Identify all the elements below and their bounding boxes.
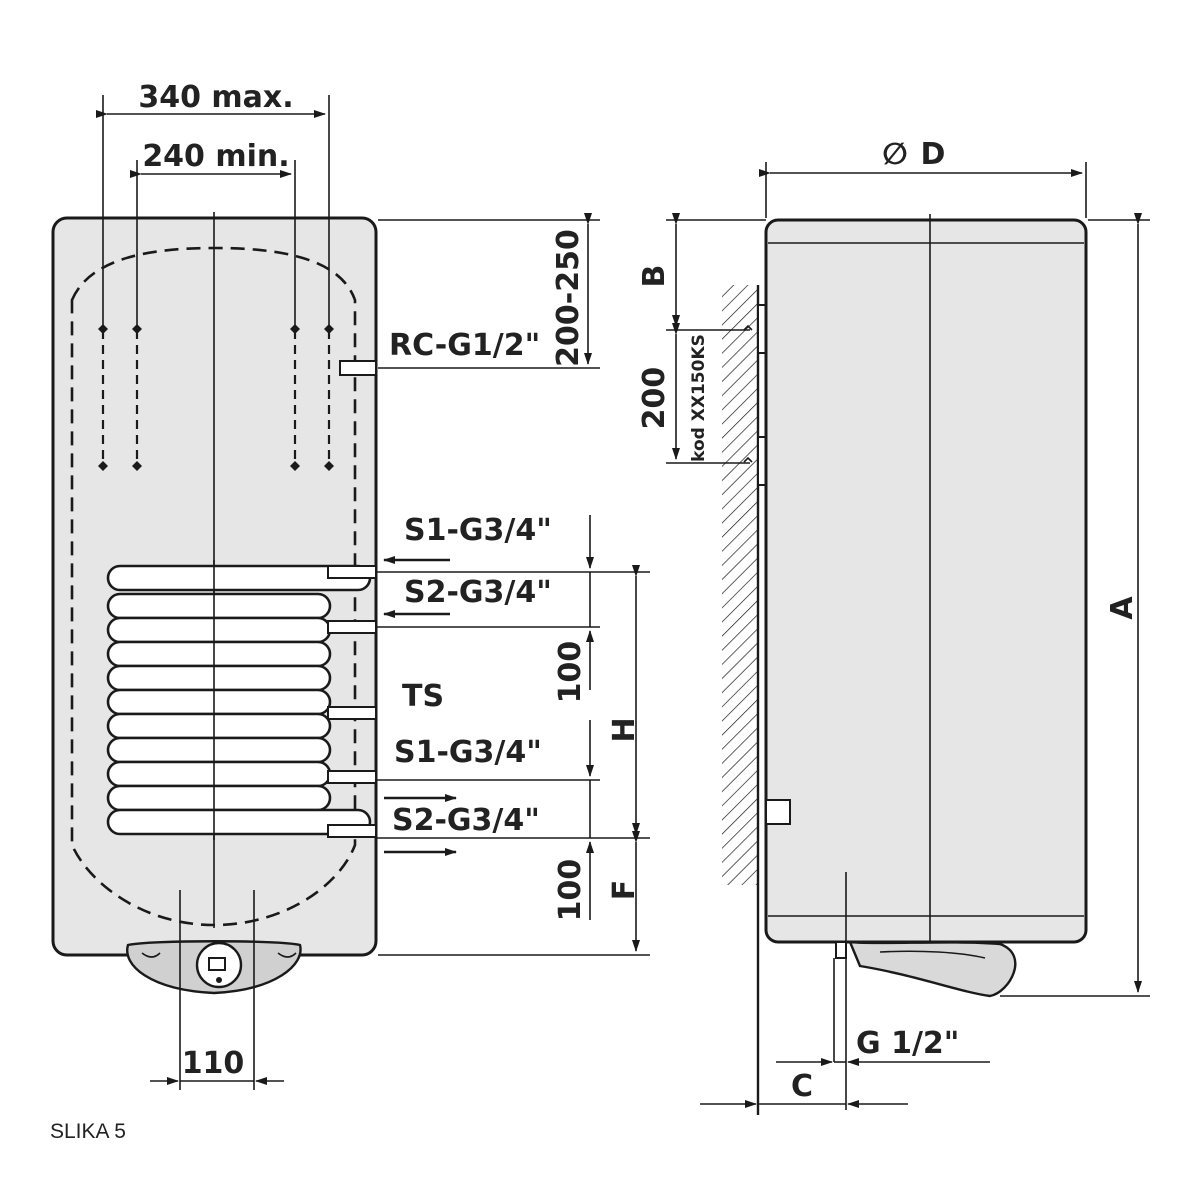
diameter-label: D xyxy=(921,137,946,172)
lower-s1-label: S1-G3/4" xyxy=(394,735,542,770)
dim-a: A xyxy=(1000,213,1150,997)
dim-spacing-lower: 100 xyxy=(553,720,594,922)
dim-spacing-upper: 100 xyxy=(553,515,594,704)
inner-tank-outline xyxy=(70,246,357,927)
dim-bracket-spacing: 200 kod XX150KS xyxy=(637,323,750,464)
side-view: ∅ D A B 200 kod XX150KS xyxy=(637,137,1150,1115)
width-min-label: 240 min. xyxy=(142,139,289,174)
rc-connection-label: RC-G1/2" xyxy=(389,328,540,363)
drain-label: G 1/2" xyxy=(856,1026,959,1061)
front-view: 340 max. 240 min. 200-250 RC-G1/2" S1-G3… xyxy=(51,80,650,1090)
spacing-upper-label: 100 xyxy=(553,641,588,704)
bottom-flange xyxy=(126,940,302,995)
dim-bottom-width: 110 xyxy=(150,890,284,1090)
dim-h: H xyxy=(607,565,642,835)
f-label: F xyxy=(607,880,642,901)
figure-caption: SLIKA 5 xyxy=(50,1120,126,1143)
spacing-lower-label: 100 xyxy=(553,859,588,922)
connection-stubs xyxy=(327,360,377,838)
top-offset-label: 200-250 xyxy=(551,229,586,367)
c-label: C xyxy=(791,1069,813,1104)
dim-f: F xyxy=(607,831,642,952)
bottom-width-label: 110 xyxy=(182,1046,245,1081)
upper-s2-label: S2-G3/4" xyxy=(404,575,552,610)
dim-drain: G 1/2" xyxy=(776,1026,990,1066)
b-label: B xyxy=(637,265,672,288)
a-label: A xyxy=(1105,596,1140,620)
dim-width-min: 240 min. xyxy=(130,139,296,330)
side-tank-body xyxy=(764,218,1088,944)
upper-s1-label: S1-G3/4" xyxy=(404,513,552,548)
sensor-label: TS xyxy=(402,679,444,714)
h-label: H xyxy=(607,717,642,742)
diameter-symbol: ∅ xyxy=(882,137,908,172)
width-max-label: 340 max. xyxy=(138,80,293,115)
bracket-spacing-label: 200 xyxy=(637,367,672,430)
heat-exchanger-coil xyxy=(106,560,372,840)
bottom-cover xyxy=(848,940,1017,998)
bracket-code-label: kod XX150KS xyxy=(689,334,709,462)
dim-width-max: 340 max. xyxy=(96,80,330,330)
mounting-wall xyxy=(722,285,758,885)
dim-b: B xyxy=(637,213,766,331)
dim-top-offset: 200-250 xyxy=(378,213,600,369)
dim-diameter: ∅ D xyxy=(759,137,1087,218)
lower-s2-label: S2-G3/4" xyxy=(392,803,540,838)
dim-c: C xyxy=(700,1069,908,1108)
